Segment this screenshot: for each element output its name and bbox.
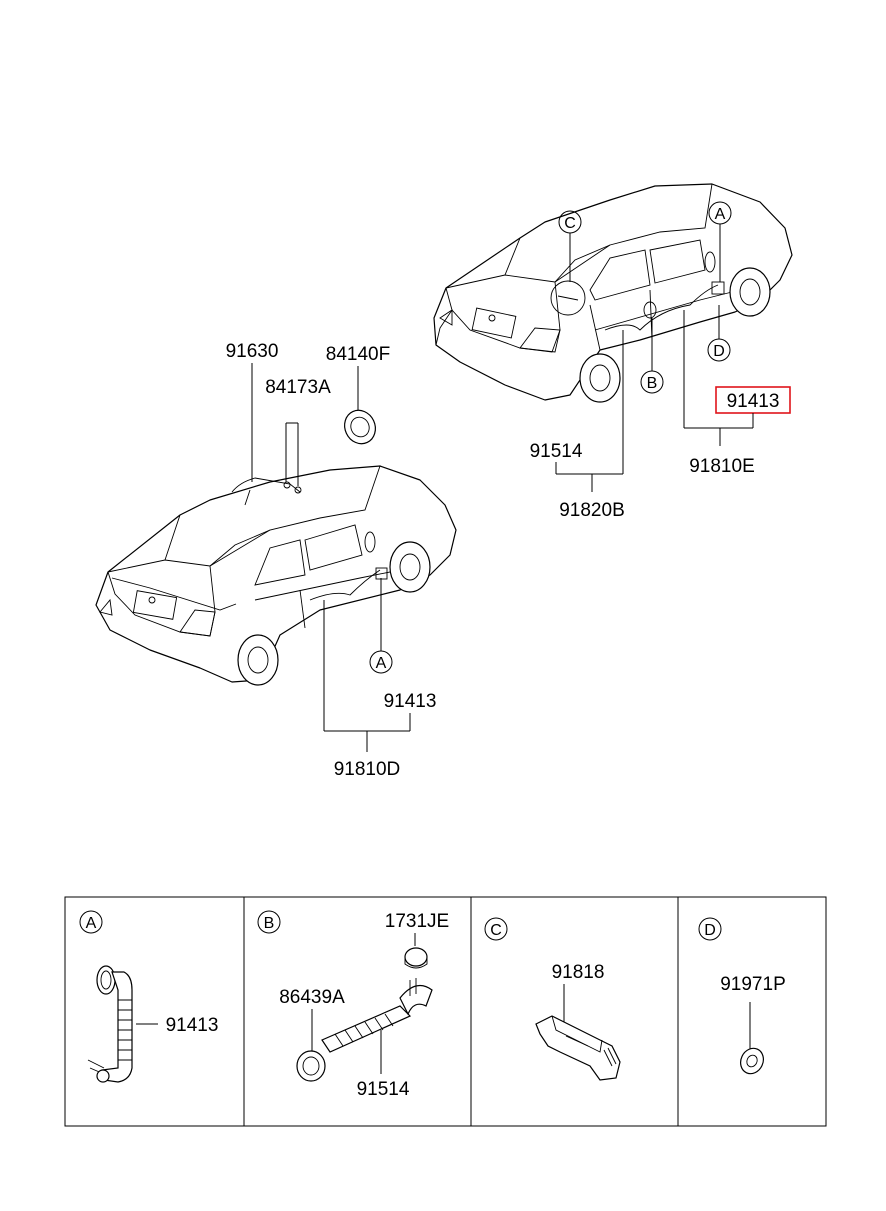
detail-cell-b-marker: B [264, 915, 275, 932]
detail-cell-c-label-91818: 91818 [552, 962, 605, 983]
grommet-84140F-illustration [344, 409, 376, 445]
detail-table: A 91413 B 1731JE 86439A [64, 896, 827, 1127]
lower-label-91630: 91630 [226, 341, 279, 362]
clip-91818-illustration [535, 1015, 621, 1081]
grommet-86439A-illustration [296, 1050, 326, 1082]
upper-marker-d: D [713, 343, 725, 360]
detail-cell-a-label-91413: 91413 [166, 1015, 219, 1036]
lower-car-illustration [95, 465, 457, 686]
detail-cell-d: D 91971P [698, 917, 786, 1075]
lower-label-91413: 91413 [384, 691, 437, 712]
lower-label-84140F: 84140F [326, 344, 390, 365]
boot-91514-illustration [321, 978, 433, 1053]
upper-car-illustration [433, 183, 793, 403]
cap-1731JE-illustration [404, 947, 428, 969]
upper-label-91820B: 91820B [559, 500, 625, 521]
detail-cell-d-label-91971P: 91971P [720, 974, 786, 995]
wiring-tube-91413-illustration [87, 965, 133, 1083]
upper-label-91514: 91514 [530, 441, 583, 462]
upper-label-91413: 91413 [727, 391, 780, 412]
lower-label-91810D: 91810D [334, 759, 401, 780]
detail-cell-a: A 91413 [79, 910, 219, 1083]
detail-cell-b-label-86439A: 86439A [279, 987, 345, 1008]
upper-marker-c: C [564, 215, 576, 232]
upper-label-91810E: 91810E [689, 456, 755, 477]
detail-cell-b-label-91514: 91514 [357, 1079, 410, 1100]
lower-callouts: 91630 84140F 84173A A 91413 91810D [226, 341, 437, 780]
plug-91971P-illustration [740, 1047, 764, 1075]
detail-cell-a-marker: A [86, 915, 97, 932]
detail-cell-c: C 91818 [484, 917, 621, 1081]
detail-cell-c-marker: C [490, 922, 502, 939]
detail-cell-b: B 1731JE 86439A 91514 [257, 910, 449, 1100]
detail-cell-b-label-1731JE: 1731JE [385, 911, 449, 932]
lower-marker-a: A [376, 655, 387, 672]
lower-label-84173A: 84173A [265, 377, 331, 398]
upper-callouts: C A D B 91413 91810E 91514 91820B [530, 201, 791, 521]
upper-marker-a: A [715, 206, 726, 223]
detail-cell-d-marker: D [704, 922, 716, 939]
upper-marker-b: B [647, 375, 658, 392]
